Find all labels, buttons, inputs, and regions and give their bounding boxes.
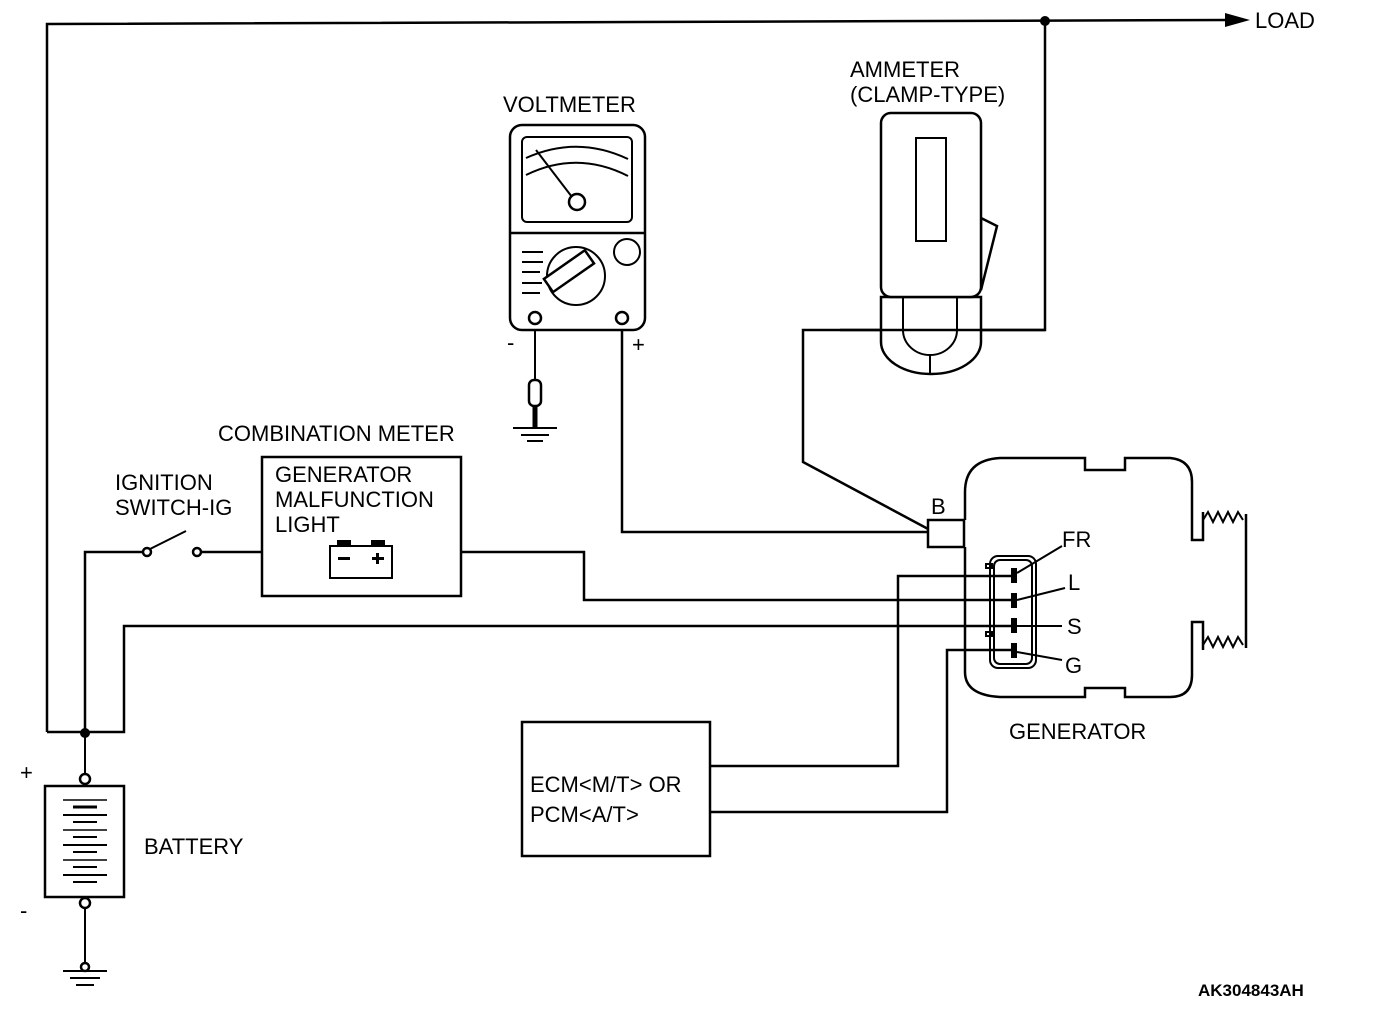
wiring [45, 13, 1250, 963]
figure-code: AK304843AH [1198, 981, 1304, 1000]
ammeter-label-1: AMMETER [850, 57, 960, 82]
voltmeter-plus-wire [620, 324, 928, 534]
ignition-wire [83, 550, 143, 732]
connector [989, 555, 1037, 669]
terminal-g-label: G [1065, 653, 1082, 678]
ammeter-b-wire [801, 21, 1047, 532]
connector-pins [1011, 568, 1017, 658]
voltmeter [508, 123, 647, 442]
minus-terminal [527, 310, 543, 326]
ignition-label-1: IGNITION [115, 470, 213, 495]
ecm-label-2: PCM<A/T> [530, 802, 639, 827]
l-terminal-wire [461, 550, 1015, 602]
combination-meter-box [260, 455, 463, 598]
terminal-b-label: B [931, 494, 946, 519]
zero-adjust-knob [613, 238, 641, 266]
fr-terminal-wire [710, 574, 1015, 768]
generator-label: GENERATOR [1009, 719, 1146, 744]
voltmeter-display [521, 136, 633, 223]
battery [43, 772, 126, 986]
ecm-pcm-box [520, 720, 712, 858]
needle [535, 149, 573, 198]
voltmeter-label: VOLTMETER [503, 92, 636, 117]
load-arrow-icon [1225, 13, 1250, 27]
battery-plus-label: + [20, 760, 33, 785]
ground-icon [63, 970, 107, 986]
terminal-s-label: S [1067, 614, 1082, 639]
battery-warning-icon [329, 540, 393, 579]
warning-light-label-3: LIGHT [275, 512, 340, 537]
plus-terminal [614, 310, 630, 326]
voltmeter-plus-label: + [632, 332, 645, 357]
ammeter-label-2: (CLAMP-TYPE) [850, 82, 1005, 107]
warning-light-label-1: GENERATOR [275, 462, 412, 487]
battery-minus-label: - [20, 898, 27, 923]
battery-label: BATTERY [144, 834, 244, 859]
terminal-l-label: L [1068, 570, 1080, 595]
warning-light-label-2: MALFUNCTION [275, 487, 434, 512]
ground-icon [513, 427, 557, 442]
ammeter-display [915, 137, 947, 242]
s-terminal-wire [47, 624, 1015, 734]
ammeter-clamp-type [840, 111, 1045, 376]
b-terminal [926, 518, 966, 549]
combination-meter-label: COMBINATION METER [218, 421, 455, 446]
generator [926, 456, 1248, 699]
load-label: LOAD [1255, 8, 1315, 33]
probe [527, 378, 543, 408]
terminal-fr-label: FR [1062, 527, 1091, 552]
voltmeter-minus-label: - [507, 330, 514, 355]
g-terminal-wire [710, 648, 1015, 814]
ecm-label-1: ECM<M/T> OR [530, 772, 682, 797]
main-battery-wire [45, 18, 1229, 732]
ignition-switch-icon [141, 530, 203, 558]
ignition-label-2: SWITCH-IG [115, 495, 232, 520]
